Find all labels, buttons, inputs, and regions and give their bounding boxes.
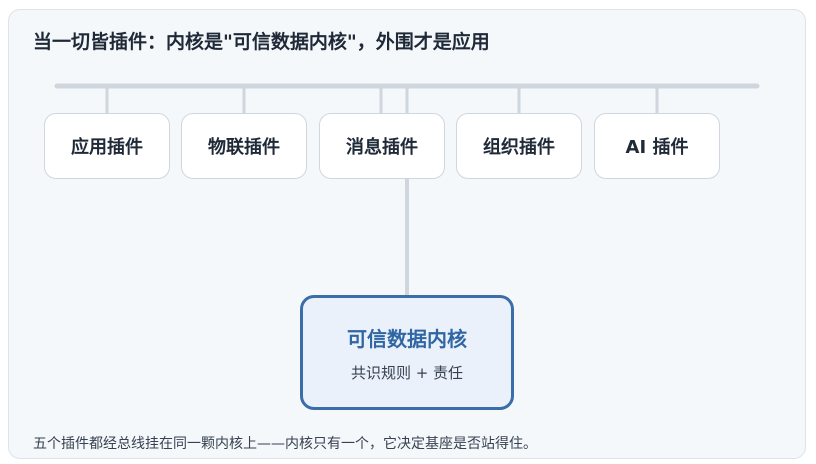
trusted-data-kernel: 可信数据内核 共识规则 + 责任 bbox=[300, 295, 514, 410]
kernel-title: 可信数据内核 bbox=[347, 326, 467, 351]
kernel-subtitle: 共识规则 + 责任 bbox=[350, 363, 464, 382]
plugin-message: 消息插件 bbox=[319, 113, 445, 179]
plugin-org: 组织插件 bbox=[456, 113, 582, 179]
diagram-title: 当一切皆插件：内核是"可信数据内核"，外围才是应用 bbox=[33, 31, 490, 53]
plugin-iot: 物联插件 bbox=[181, 113, 307, 179]
plugin-app: 应用插件 bbox=[44, 113, 170, 179]
diagram-caption: 五个插件都经总线挂在同一颗内核上——内核只有一个，它决定基座是否站得住。 bbox=[33, 436, 537, 452]
plugin-ai: AI 插件 bbox=[594, 113, 720, 179]
